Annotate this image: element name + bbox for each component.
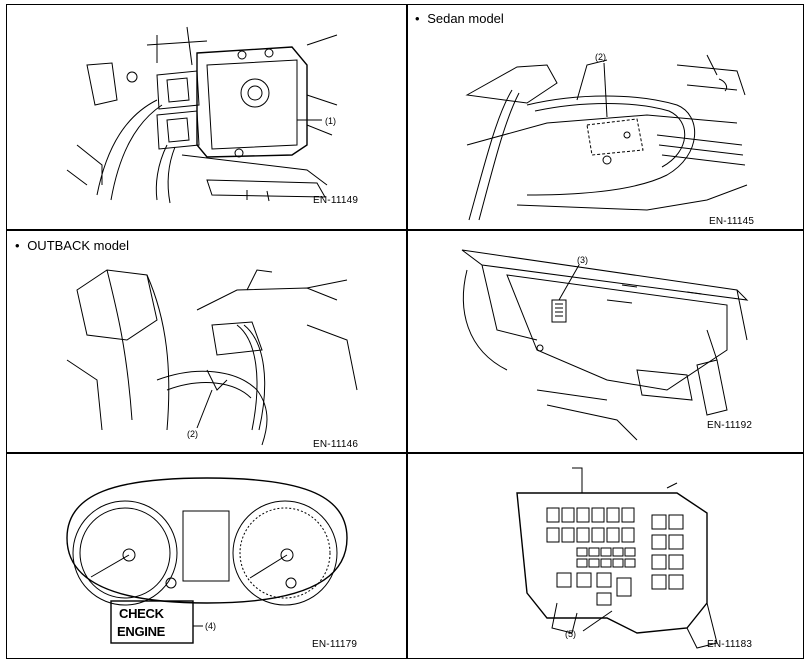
panel-control-module: (1) EN-11149	[7, 5, 406, 229]
row-divider-2	[7, 452, 803, 454]
callout-2-sedan: (2)	[595, 52, 606, 62]
panel-fuse-box: (5) EN-11183	[407, 453, 805, 660]
combination-meter-illustration	[66, 477, 348, 644]
check-engine-label-line-1: CHECK	[119, 606, 165, 621]
figure-id-4: EN-11192	[707, 420, 753, 431]
panel-heading-outback: OUTBACK model	[27, 238, 130, 253]
panel-1-labels: (1)	[325, 116, 336, 126]
callout-3: (3)	[577, 255, 588, 265]
dashboard-illustration	[461, 249, 749, 441]
control-module-illustration	[66, 26, 338, 204]
figure-id-5: EN-11179	[312, 639, 358, 650]
panel-data-link-connector: (3) EN-11192	[407, 230, 805, 452]
figure-id-1: EN-11149	[313, 195, 359, 206]
outback-illustration	[66, 269, 358, 446]
column-divider	[406, 5, 408, 658]
panel-6-labels: (5)	[565, 629, 576, 639]
panel-outback: • OUTBACK model (2) EN-11146	[7, 230, 406, 452]
figure-id-2: EN-11145	[709, 216, 755, 227]
callout-4: (4)	[205, 621, 216, 631]
sedan-illustration	[465, 54, 748, 221]
panel-combination-meter: CHECK ENGINE (4) EN-11179	[7, 453, 406, 660]
figure-grid: (1) EN-11149 • Sedan model (2)	[6, 4, 804, 659]
figure-id-3: EN-11146	[313, 439, 359, 450]
check-engine-label-line-2: ENGINE	[117, 624, 166, 639]
bullet: •	[415, 11, 420, 26]
bullet: •	[15, 238, 20, 253]
fuse-box-illustration	[516, 467, 718, 649]
figure-id-6: EN-11183	[707, 639, 753, 650]
panel-5-labels: CHECK ENGINE (4)	[117, 606, 216, 639]
panel-heading-sedan: Sedan model	[427, 11, 504, 26]
panel-4-labels: (3)	[577, 255, 588, 265]
panel-3-labels: (2)	[187, 429, 198, 439]
panel-2-labels: (2)	[595, 52, 606, 62]
callout-2-outback: (2)	[187, 429, 198, 439]
callout-5: (5)	[565, 629, 576, 639]
callout-1: (1)	[325, 116, 336, 126]
row-divider-1	[7, 229, 803, 231]
panel-sedan: • Sedan model (2) EN-11145	[407, 5, 805, 229]
